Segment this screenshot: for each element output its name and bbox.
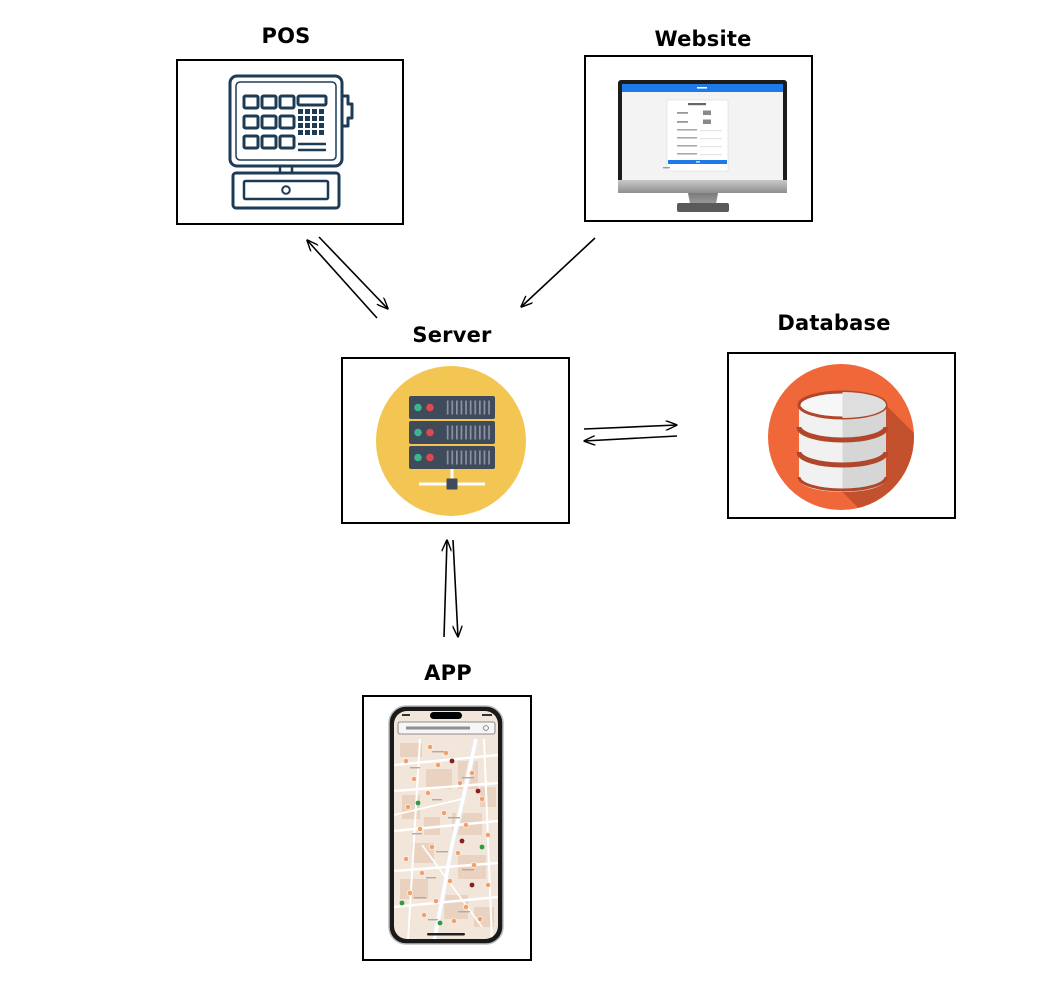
status-light-green	[414, 428, 422, 437]
register-drawer	[231, 171, 341, 210]
network-connector	[419, 469, 485, 490]
server-rack-unit	[409, 446, 495, 469]
status-light-green	[414, 453, 422, 462]
status-bar-time	[402, 714, 410, 716]
status-light-red	[426, 453, 434, 462]
server-rack-icon	[376, 366, 526, 516]
cash-register-icon	[228, 74, 354, 210]
database-band	[797, 476, 888, 492]
app-node	[362, 695, 532, 961]
arrow-pos-to-server	[318, 236, 388, 309]
database-label: Database	[777, 311, 891, 335]
search-icon	[483, 725, 489, 731]
arrow-server-to-database	[583, 425, 677, 429]
register-display	[296, 94, 328, 107]
website-label: Website	[654, 27, 752, 51]
website-form-panel	[663, 99, 729, 172]
database-band	[796, 426, 889, 443]
status-bar-indicators	[482, 714, 492, 716]
arrow-server-to-app	[452, 539, 458, 637]
map-text-lines	[410, 751, 474, 921]
map-place-markers	[403, 744, 491, 924]
phone-home-indicator	[427, 933, 465, 936]
server-rack-unit	[409, 396, 495, 419]
map-streets	[394, 738, 498, 939]
monitor-base	[677, 203, 729, 212]
smartphone-map-icon	[388, 705, 504, 945]
website-node	[584, 55, 813, 222]
database-band	[796, 451, 889, 468]
database-icon	[768, 364, 914, 510]
arrow-server-to-pos	[307, 240, 378, 319]
arrow-database-to-server	[584, 435, 678, 441]
server-label: Server	[412, 323, 492, 347]
monitor-chin	[618, 180, 787, 193]
status-light-red	[426, 428, 434, 437]
pos-node	[176, 59, 404, 225]
register-body	[228, 74, 344, 168]
register-handle	[342, 94, 354, 128]
arrow-app-to-server	[444, 540, 447, 638]
server-node	[341, 357, 570, 524]
desktop-monitor-icon	[618, 80, 787, 212]
status-light-green	[414, 403, 422, 412]
register-numpad	[298, 109, 324, 135]
arrow-website-to-server	[521, 237, 596, 307]
pos-label: POS	[261, 24, 311, 48]
database-node	[727, 352, 956, 519]
server-rack-unit	[409, 421, 495, 444]
map-status-markers	[399, 758, 485, 926]
map-search-bar	[397, 721, 496, 735]
register-inner-outline	[235, 81, 337, 161]
cash-register-lines	[228, 74, 354, 210]
monitor-stand	[688, 193, 718, 204]
phone-dynamic-island	[430, 712, 462, 719]
status-light-red	[426, 403, 434, 412]
app-label: APP	[424, 661, 472, 685]
map-view	[394, 738, 498, 939]
database-cylinder	[796, 390, 889, 492]
